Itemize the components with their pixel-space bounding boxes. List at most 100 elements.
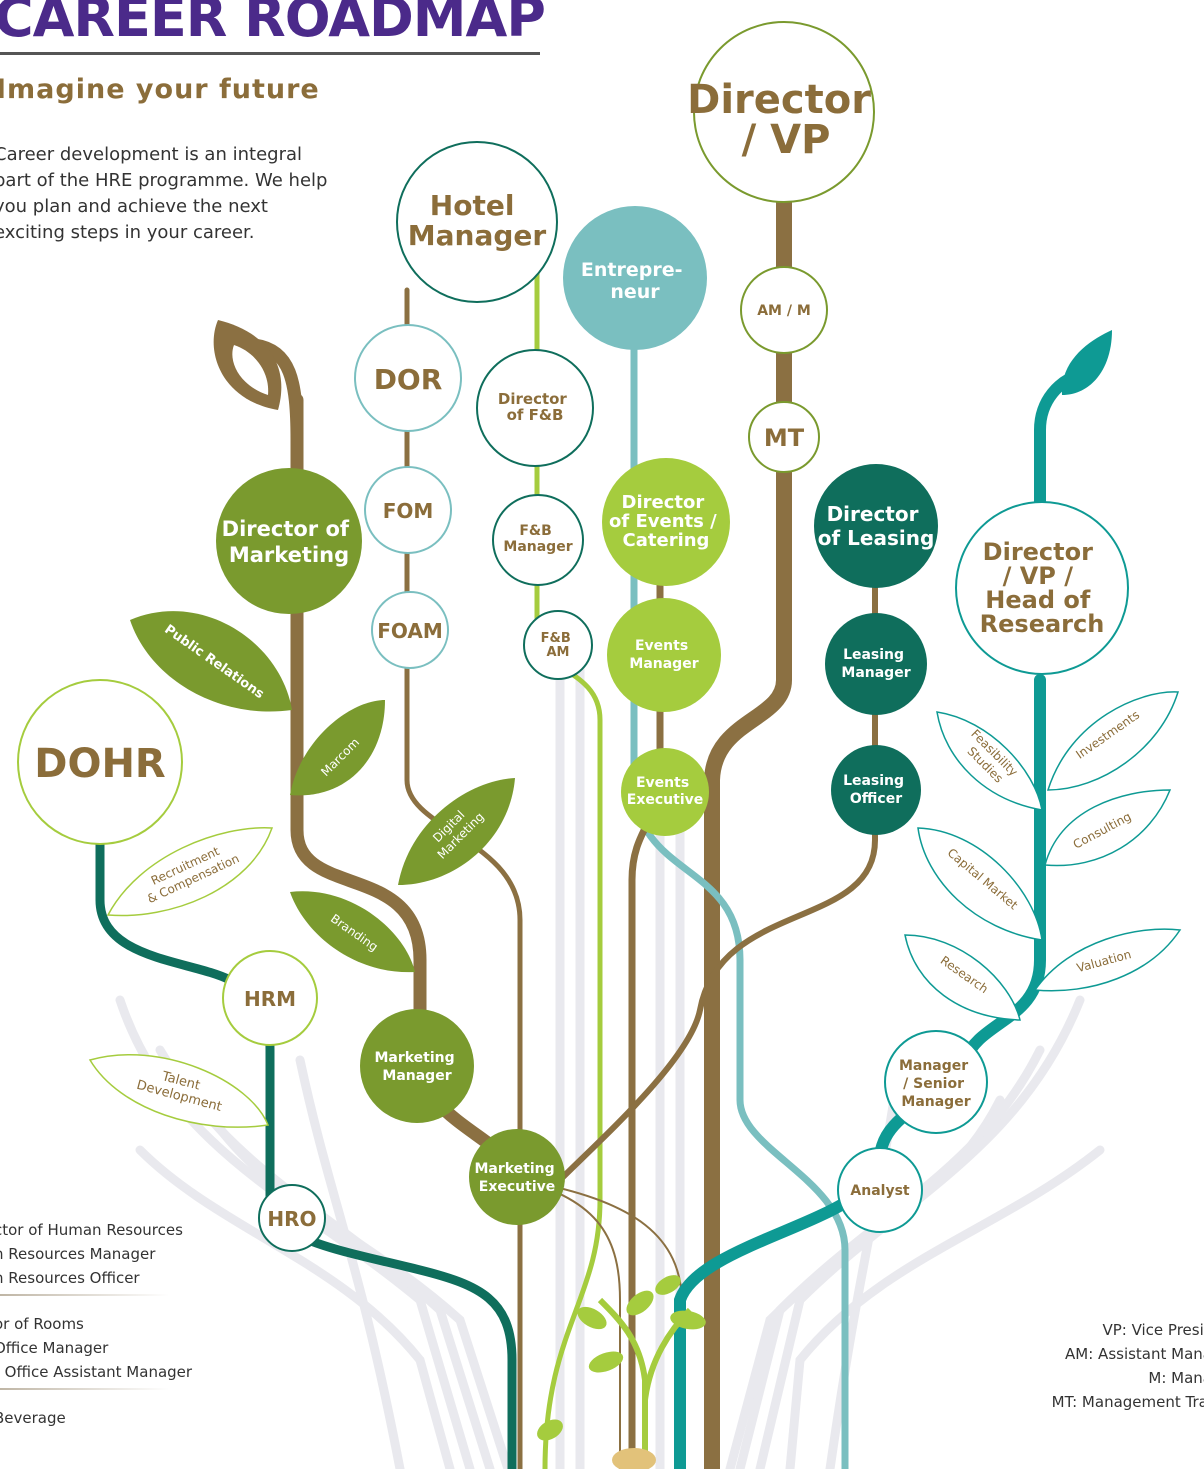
page-subtitle: Imagine your future [0, 74, 320, 105]
legend-item: n Resources Officer [0, 1269, 140, 1287]
leaf-valuation: Valuation [1033, 928, 1182, 992]
node-label: Leasing [843, 647, 904, 663]
leaf-consulting: Consulting [1044, 789, 1172, 867]
node-label: / VP / [1003, 562, 1074, 590]
node-director-fb: Director of F&B [476, 349, 594, 467]
node-fom: FOM [364, 466, 452, 554]
node-label: Manager [503, 539, 572, 555]
stem-marketing [290, 393, 527, 1187]
node-label: Events [636, 775, 689, 791]
node-marketing-manager: Marketing Manager [360, 1009, 474, 1123]
node-dohr: DOHR [17, 679, 183, 845]
node-label: MT [764, 424, 805, 452]
node-am-m: AM / M [740, 266, 828, 354]
svg-text:Director of Marketing: Director of Marketing [222, 517, 357, 567]
leaf-recruitment: Recruitment & Compensation [106, 827, 274, 917]
legend-item: n Resources Manager [0, 1245, 156, 1263]
node-label: of F&B [507, 406, 564, 424]
node-label: Director [622, 492, 705, 513]
svg-text:Events Executive: Events Executive [627, 775, 703, 808]
node-marketing-executive: Marketing Executive [469, 1129, 565, 1225]
svg-text:Leasing Manager: Leasing Manager [841, 647, 910, 681]
node-label: AM [547, 645, 570, 660]
node-hotel-manager: Hotel Manager [396, 141, 558, 303]
leaf-branding: Branding [290, 891, 415, 973]
node-label: HRM [244, 987, 296, 1011]
legend-item: M: Mana [1148, 1369, 1204, 1387]
node-leasing-officer: Leasing Officer [831, 745, 921, 835]
node-fb-manager: F&B Manager [492, 494, 584, 586]
node-leasing-manager: Leasing Manager [825, 613, 927, 715]
node-label: Executive [479, 1179, 555, 1195]
page-title: CAREER ROADMAP [0, 0, 546, 49]
stem-entrepreneur [630, 316, 849, 1469]
svg-text:F&B Manager: F&B Manager [503, 523, 572, 555]
node-director-research: Director / VP / Head of Research [955, 501, 1129, 675]
node-hro: HRO [258, 1184, 326, 1252]
node-label: Officer [850, 791, 902, 807]
title-divider [0, 52, 540, 55]
sprout-leaf-marketing-inner [232, 345, 269, 395]
node-label: Director [498, 390, 568, 408]
svg-text:Director of F&B: Director of F&B [498, 390, 572, 424]
node-label: Executive [627, 792, 703, 808]
legend-item: AM: Assistant Mana [1065, 1345, 1204, 1363]
node-label: Manager [841, 665, 910, 681]
node-fb-am: F&B AM [523, 610, 593, 680]
node-dor: DOR [354, 324, 462, 432]
node-label: Leasing [843, 773, 904, 789]
node-label: of Leasing [818, 526, 935, 550]
node-label: DOHR [34, 741, 165, 787]
node-label: FOM [383, 499, 434, 523]
node-label: F&B [519, 523, 551, 539]
node-analyst: Analyst [837, 1147, 923, 1233]
svg-text:Leasing Officer: Leasing Officer [843, 773, 909, 807]
svg-text:Director / VP: Director / VP [687, 77, 885, 163]
node-events-manager: Events Manager [607, 598, 721, 712]
svg-text:Director of Events /: Director of Events / Catering [609, 492, 723, 551]
node-events-executive: Events Executive [621, 748, 709, 836]
node-manager-senior: Manager / Senior Manager [884, 1030, 988, 1134]
node-director-marketing: Director of Marketing [216, 468, 362, 614]
leaf-investments: Investments [1046, 691, 1180, 791]
leaf-talent-development: Talent Development [88, 1054, 270, 1128]
legend-divider [0, 1294, 169, 1296]
leaf-marcom: Marcom [290, 700, 385, 796]
node-mt: MT [748, 401, 820, 473]
svg-text:Events Manager: Events Manager [629, 638, 698, 672]
node-label: / Senior [903, 1076, 964, 1092]
node-label: Events [635, 638, 688, 654]
legend-item: Beverage [0, 1409, 66, 1427]
legend-group-hr: ctor of Human Resources n Resources Mana… [0, 1218, 192, 1296]
trunk-director-vp [704, 192, 792, 1469]
leaf-public-relations: Public Relations [130, 611, 292, 712]
svg-text:Manager / Senior M: Manager / Senior Manager [899, 1058, 973, 1110]
node-label: Manager [901, 1094, 970, 1110]
node-label: Manager [629, 656, 698, 672]
node-director-vp: Director / VP [687, 21, 885, 203]
stem-leasing [557, 577, 878, 1183]
node-label: Manager [382, 1068, 451, 1084]
leaf-research: Research [904, 934, 1021, 1021]
node-label: Head of [985, 586, 1091, 614]
legend-divider [0, 1388, 169, 1390]
legend-right: VP: Vice Presic AM: Assistant Mana M: Ma… [1052, 1318, 1204, 1414]
node-director-events: Director of Events / Catering [602, 458, 730, 586]
svg-text:Entrepre- neur: Entrepre- neur [581, 259, 689, 303]
node-hrm: HRM [222, 950, 318, 1046]
node-label: Research [980, 610, 1105, 638]
legend-item: ctor of Human Resources [0, 1221, 183, 1239]
svg-text:F&B AM: F&B AM [541, 631, 576, 660]
svg-text:Marketing Executive: Marketing Executive [474, 1161, 559, 1195]
node-label: Director [827, 502, 919, 526]
node-label: AM / M [757, 303, 811, 319]
legend-group-fb: Beverage [0, 1406, 192, 1430]
node-label: DOR [374, 363, 443, 396]
node-label: FOAM [377, 619, 443, 643]
stem-research-sprout [1034, 369, 1086, 526]
node-label: Analyst [850, 1183, 910, 1199]
seedling-icon [537, 1275, 706, 1469]
node-label: Manager [899, 1058, 968, 1074]
legend-item: Office Manager [0, 1339, 109, 1357]
